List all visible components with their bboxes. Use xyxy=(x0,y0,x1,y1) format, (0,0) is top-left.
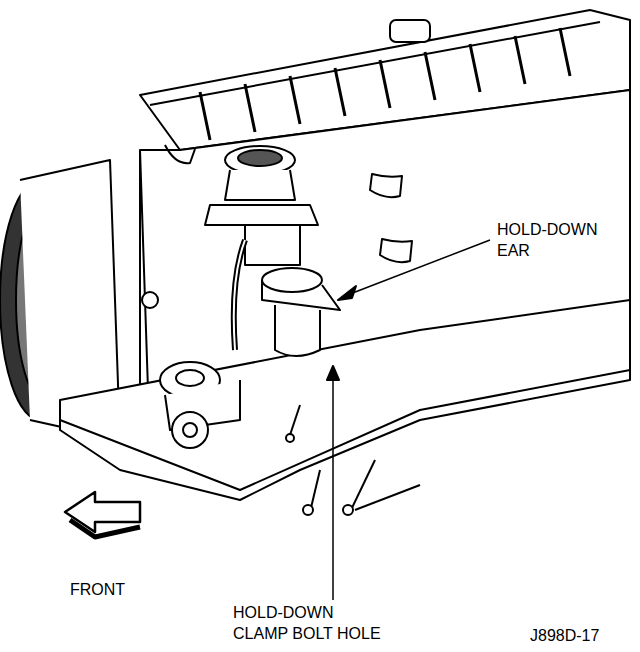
part-label: HOLD-DOWN EAR xyxy=(497,220,609,262)
egr-valve xyxy=(205,146,340,356)
leader-line xyxy=(350,240,490,294)
direction-label: FRONT xyxy=(70,580,125,601)
pulley xyxy=(160,362,240,448)
figure-code: J898D-17 xyxy=(530,626,599,647)
part-label: HOLD-DOWN CLAMP BOLT HOLE xyxy=(233,603,388,645)
arrowhead xyxy=(338,286,356,300)
arrowhead xyxy=(327,366,339,380)
leader-line xyxy=(332,372,334,600)
